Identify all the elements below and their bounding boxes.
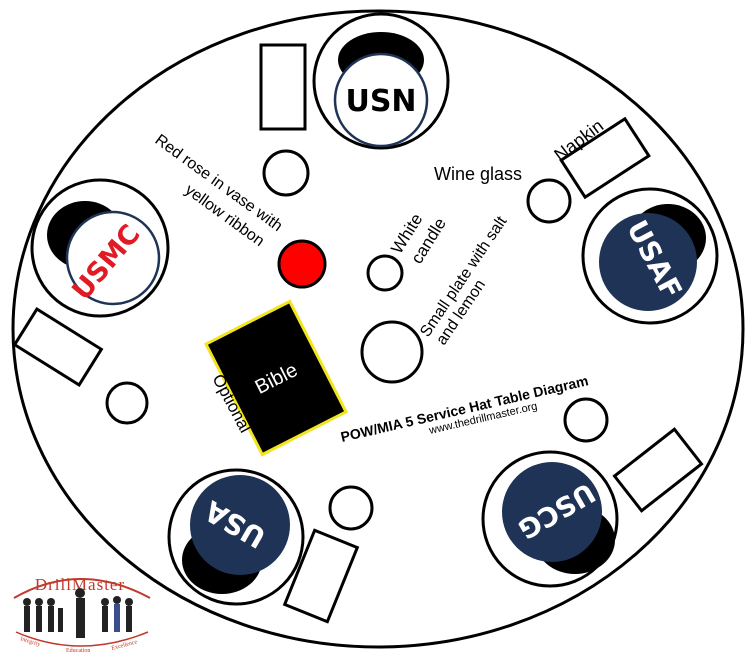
usa-hat — [190, 475, 290, 575]
usaf-napkin — [559, 116, 651, 200]
usa-wine-glass — [328, 485, 374, 531]
uscg-wine-glass — [563, 397, 609, 443]
usaf-hat — [599, 213, 697, 311]
salt-lemon-plate — [360, 320, 424, 384]
usmc-hat — [65, 210, 161, 306]
usaf-wine-glass — [526, 178, 572, 224]
usmc-wine-glass — [105, 381, 149, 425]
logo-arc — [13, 578, 151, 599]
wine-glass-label: Wine glass — [434, 164, 522, 184]
uscg-hat — [502, 462, 602, 562]
usn-napkin — [259, 43, 307, 131]
red-rose — [277, 239, 327, 289]
drillmaster-logo: DrillMaster Integrity Education Excellen… — [13, 575, 151, 654]
white-candle — [366, 254, 404, 292]
soldier-silhouettes — [23, 588, 133, 638]
usn-hat — [333, 52, 429, 148]
usn-wine-glass — [262, 149, 310, 197]
usmc-napkin — [12, 306, 104, 388]
logo-motto-2: Education — [66, 648, 90, 654]
logo-bottom-arc — [15, 631, 149, 647]
uscg-napkin — [612, 427, 704, 513]
usn-hat-label: USN — [345, 84, 416, 119]
usa-napkin — [282, 528, 360, 624]
logo-name: DrillMaster — [35, 575, 125, 594]
bible: Bible — [203, 299, 349, 457]
logo-motto-3: Excellence — [111, 639, 138, 652]
